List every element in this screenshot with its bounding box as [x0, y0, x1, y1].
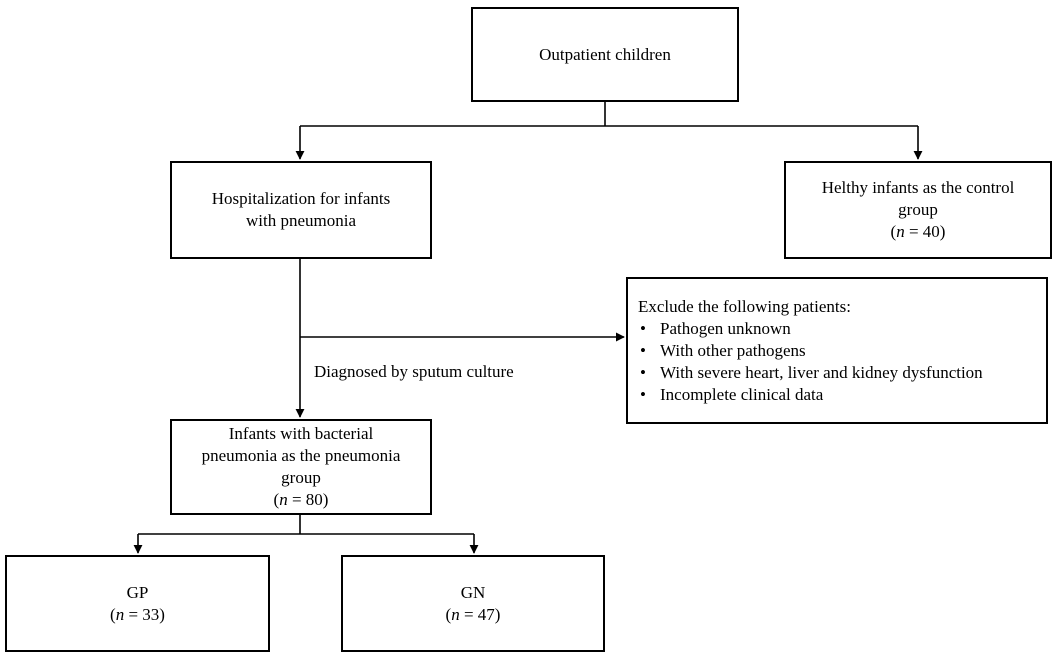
- gp-sample-size: (n = 33): [110, 604, 165, 624]
- control-group-box: Helthy infants as the control group (n =…: [784, 161, 1052, 259]
- exclude-title: Exclude the following patients:: [638, 296, 851, 316]
- hospitalization-line-1: Hospitalization for infants: [211, 189, 391, 208]
- gn-n-value: 47: [477, 604, 495, 624]
- exclusion-criteria-box: Exclude the following patients: Pathogen…: [626, 277, 1048, 424]
- outpatient-children-box: Outpatient children: [471, 7, 739, 102]
- exclude-list: Pathogen unknown With other pathogens Wi…: [638, 318, 983, 406]
- control-line-1: Helthy infants as the control: [821, 178, 1015, 197]
- sputum-culture-label: Diagnosed by sputum culture: [314, 362, 514, 381]
- gp-n-value: 33: [142, 604, 160, 624]
- hospitalization-line-2: with pneumonia: [245, 211, 356, 230]
- control-sample-size: (n = 40): [890, 222, 946, 241]
- control-n-value: 40: [922, 222, 940, 241]
- hospitalization-box: Hospitalization for infants with pneumon…: [170, 161, 432, 259]
- pneumonia-n-value: 80: [305, 490, 323, 509]
- outpatient-label: Outpatient children: [539, 44, 671, 64]
- pneumonia-line-3: group: [281, 468, 321, 487]
- pneumonia-sample-size: (n = 80): [273, 490, 329, 509]
- gn-group-box: GN (n = 47): [341, 555, 605, 652]
- gp-label: GP: [126, 582, 149, 602]
- exclude-item: Pathogen unknown: [638, 318, 983, 340]
- gn-label: GN: [460, 582, 486, 602]
- pneumonia-group-box: Infants with bacterial pneumonia as the …: [170, 419, 432, 515]
- pneumonia-line-2: pneumonia as the pneumonia: [201, 446, 401, 465]
- gp-group-box: GP (n = 33): [5, 555, 270, 652]
- pneumonia-line-1: Infants with bacterial: [228, 424, 374, 443]
- exclude-item: Incomplete clinical data: [638, 384, 983, 406]
- exclude-item: With severe heart, liver and kidney dysf…: [638, 362, 983, 384]
- exclude-item: With other pathogens: [638, 340, 983, 362]
- control-line-2: group: [898, 200, 938, 219]
- gn-sample-size: (n = 47): [445, 604, 501, 624]
